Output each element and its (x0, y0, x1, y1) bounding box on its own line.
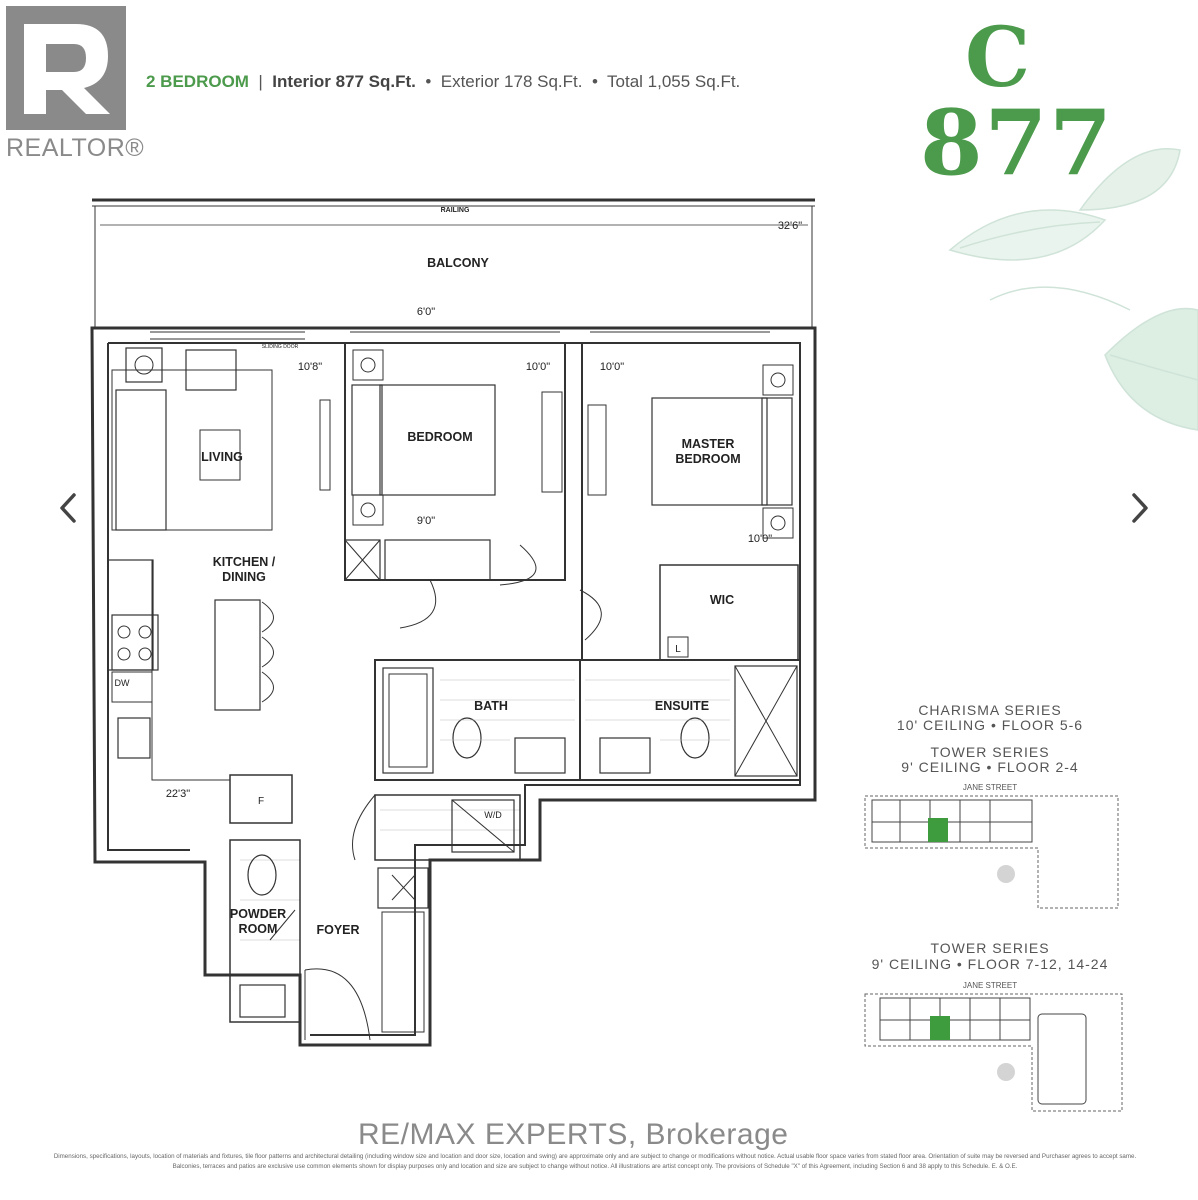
chevron-right-icon (1132, 493, 1148, 523)
unit-number: 877 (920, 90, 1114, 196)
unit-letter: C (965, 10, 1031, 106)
top-dimension: 6'0" (417, 306, 435, 318)
compass-icon (997, 1063, 1015, 1081)
kitchen-label-1: KITCHEN / (213, 555, 276, 569)
key-plan-2: JANE STREET (864, 981, 1123, 1112)
bedroom-width: 10'0" (526, 361, 550, 373)
balcony-dimension: 32'6" (778, 220, 802, 232)
kitchen-dimension: 22'3" (166, 788, 190, 800)
living-label: LIVING (201, 450, 243, 464)
powder-label-1: POWDER (230, 907, 286, 921)
prev-image-button[interactable] (48, 488, 88, 528)
washer-dryer-label: W/D (484, 810, 502, 820)
unit-highlight (928, 818, 948, 842)
railing-label: RAILING (441, 207, 470, 214)
floor-plan: RAILING BALCONY 32'6" 6'0" SLIDING DOOR … (90, 198, 817, 1047)
living-dimension: 10'8" (298, 361, 322, 373)
master-depth: 10'0" (748, 533, 772, 545)
street-label: JANE STREET (963, 981, 1017, 990)
leaf-decoration (948, 148, 1198, 431)
disclaimer-text: Dimensions, specifications, layouts, loc… (53, 1153, 1137, 1170)
ensuite-label: ENSUITE (655, 699, 709, 713)
fridge-label: F (258, 796, 264, 807)
compass-icon (997, 865, 1015, 883)
realtor-logo-mark (6, 6, 126, 130)
realtor-logo: REALTOR® (6, 6, 144, 162)
sliding-door-label: SLIDING DOOR (262, 344, 299, 350)
charisma-series-ceiling: 10' CEILING • FLOOR 5-6 (896, 717, 1084, 733)
street-label: JANE STREET (963, 783, 1017, 792)
master-label-2: BEDROOM (675, 452, 740, 466)
separator: | (258, 72, 263, 91)
tower-series-1-title: TOWER SERIES (930, 744, 1050, 760)
charisma-series-title: CHARISMA SERIES (918, 702, 1062, 718)
exterior-area: Exterior 178 Sq.Ft. (440, 72, 583, 91)
total-area: Total 1,055 Sq.Ft. (607, 72, 741, 91)
linen-label: L (675, 644, 681, 655)
dishwasher-label: DW (115, 678, 130, 688)
bullet: • (425, 72, 432, 91)
tower-series-2-title: TOWER SERIES (930, 940, 1050, 956)
chevron-left-icon (60, 493, 76, 523)
brokerage-watermark: RE/MAX EXPERTS, Brokerage (358, 1118, 789, 1151)
foyer-label: FOYER (316, 923, 359, 937)
next-image-button[interactable] (1120, 488, 1160, 528)
master-width: 10'0" (600, 361, 624, 373)
bedroom-label: BEDROOM (407, 430, 472, 444)
balcony-label: BALCONY (427, 256, 489, 270)
bedroom-depth: 9'0" (417, 515, 435, 527)
tower-series-2-ceiling: 9' CEILING • FLOOR 7-12, 14-24 (871, 956, 1109, 972)
unit-summary: 2 BEDROOM | Interior 877 Sq.Ft. • Exteri… (146, 72, 740, 92)
realtor-logo-text: REALTOR® (6, 134, 145, 162)
bedroom-count: 2 BEDROOM (146, 72, 249, 91)
tower-series-1-ceiling: 9' CEILING • FLOOR 2-4 (901, 759, 1079, 775)
bath-label: BATH (474, 699, 508, 713)
kitchen-label-2: DINING (222, 570, 266, 584)
master-label-1: MASTER (682, 437, 735, 451)
wic-label: WIC (710, 593, 734, 607)
interior-area: Interior 877 Sq.Ft. (272, 72, 416, 91)
powder-label-2: ROOM (239, 922, 278, 936)
unit-highlight (930, 1016, 950, 1040)
bullet: • (591, 72, 598, 91)
key-plan-1: JANE STREET (864, 783, 1119, 909)
